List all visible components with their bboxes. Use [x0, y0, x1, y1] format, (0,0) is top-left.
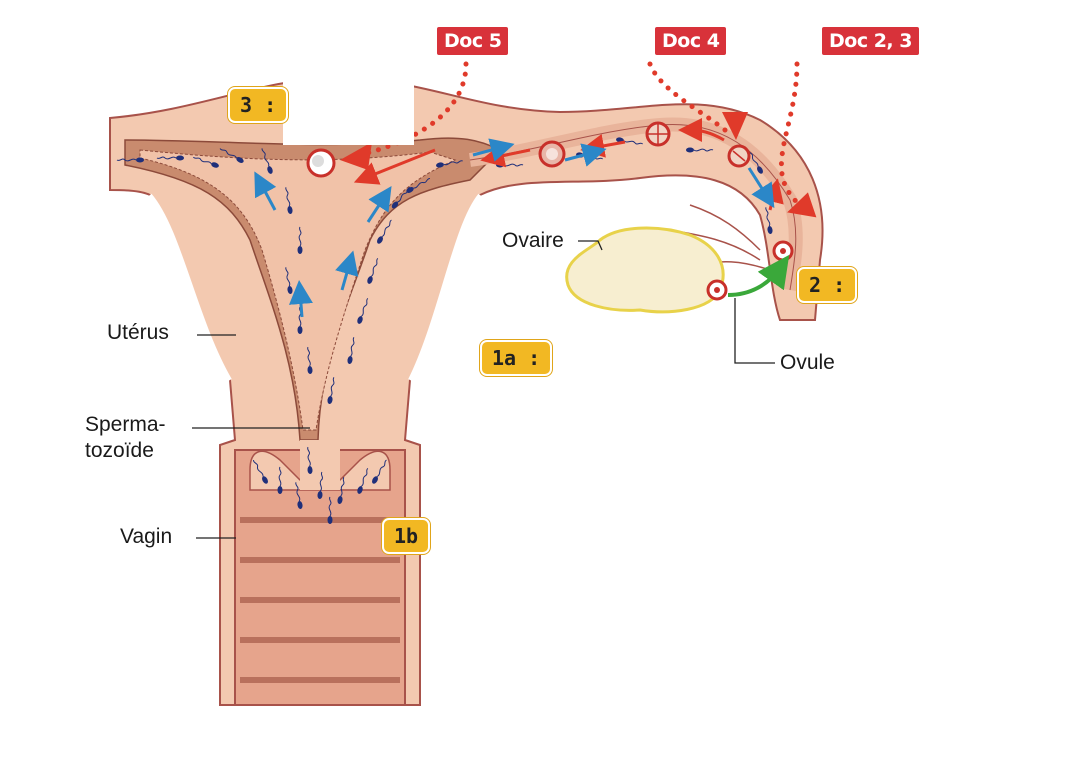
spermatozoon: [357, 467, 369, 494]
spermatozoon: [337, 477, 345, 504]
doc5-label: Doc 5: [437, 27, 509, 55]
spermatozoon: [295, 482, 303, 509]
leader-lines: [192, 240, 775, 539]
doc-pointer-heads: [340, 112, 817, 218]
spermatozoon: [765, 207, 773, 234]
answer-tag-3: 3 :: [228, 87, 289, 123]
ovulation-arrow: [727, 254, 790, 297]
spermatozoon: [297, 306, 303, 334]
spermatozoon: [357, 297, 369, 324]
vagina: [234, 440, 406, 706]
spermatozoon: [307, 346, 313, 374]
answer-blank-2: [838, 255, 1079, 315]
spermatozoon: [277, 466, 283, 494]
spermatozoon: [327, 496, 333, 524]
fertilized-egg: [772, 240, 794, 262]
answer-tag-1b: 1b: [382, 518, 431, 554]
answer-tag-1a: 1a :: [480, 340, 553, 376]
ovule-cell: [706, 279, 728, 301]
spermatozoon: [285, 187, 293, 214]
label-spermatozoide: Sperma- tozoïde: [85, 412, 166, 465]
spermatozoon: [347, 337, 355, 364]
spermatozoon: [219, 148, 244, 163]
doc23-label: Doc 2, 3: [822, 27, 919, 55]
label-vagin: Vagin: [120, 525, 173, 548]
two-cell-embryo: [727, 144, 751, 168]
spermatozoon: [327, 377, 335, 404]
spermatozoon: [297, 226, 303, 254]
spermatozoon: [372, 459, 387, 484]
spermatozoon: [192, 156, 219, 168]
label-sperm-line2: tozoïde: [85, 439, 154, 463]
spermatozoon: [686, 147, 714, 153]
spermatozoon: [317, 471, 323, 499]
spermatozoon: [406, 178, 430, 193]
spermatozoon: [377, 219, 392, 244]
spermatozoon: [436, 160, 463, 168]
doc4-label: Doc 4: [655, 27, 727, 55]
spermatozoon: [367, 257, 379, 284]
sperm-migration-arrows: [254, 138, 775, 318]
spermatozoon: [307, 446, 313, 474]
answer-blank-1a: [540, 322, 690, 572]
spermatozoon: [156, 155, 184, 161]
doc-pointers: [357, 61, 803, 208]
answer-tag-2: 2 :: [797, 267, 858, 303]
zygote-uterus: [306, 148, 336, 178]
spermatozoon: [116, 157, 144, 163]
spermatozoon: [253, 460, 268, 484]
label-sperm-line1: Sperma-: [85, 413, 166, 436]
answer-blank-3: [283, 70, 414, 145]
label-ovaire: Ovaire: [502, 229, 564, 252]
four-cell-embryo: [645, 121, 671, 147]
label-uterus: Utérus: [107, 321, 169, 344]
morula: [538, 140, 566, 168]
label-ovule: Ovule: [780, 351, 835, 374]
